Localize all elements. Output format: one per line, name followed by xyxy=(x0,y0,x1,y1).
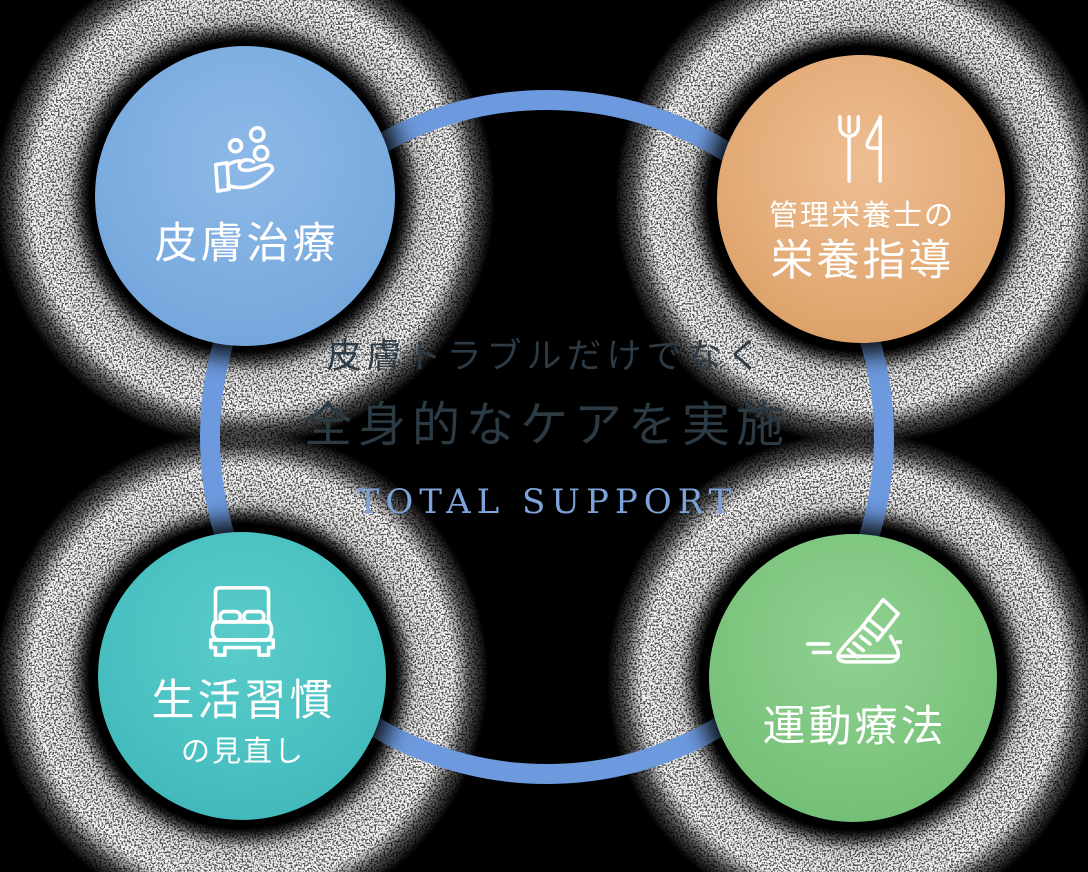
center-caption: 皮膚トラブルだけでなく 全身的なケアを実施 TOTAL SUPPORT xyxy=(0,336,1088,521)
circle-skin-treatment: 皮膚治療 xyxy=(95,46,395,346)
circle-label: 運動療法 xyxy=(762,702,947,753)
circle-nutrition-guidance: 管理栄養士の 栄養指導 xyxy=(717,55,1005,343)
circle-sublabel: 管理栄養士の xyxy=(768,197,955,232)
bed-icon xyxy=(206,583,278,659)
connector-ring xyxy=(200,90,894,784)
caption-line1: 皮膚トラブルだけでなく xyxy=(326,337,767,377)
caption-line2: 全身的なケアを実施 xyxy=(303,397,790,453)
fork-spoon-icon xyxy=(829,112,893,186)
circle-label: 生活習慣 xyxy=(151,675,336,726)
circle-lifestyle-review: 生活習慣 の見直し xyxy=(98,532,386,820)
running-shoe-icon xyxy=(804,587,902,667)
hand-bubbles-icon xyxy=(211,122,279,196)
circle-label: 皮膚治療 xyxy=(154,219,339,270)
circle-label: 栄養指導 xyxy=(770,235,955,286)
circle-sublabel: の見直し xyxy=(180,734,305,769)
caption-subtitle-en: TOTAL SUPPORT xyxy=(356,481,738,522)
circle-exercise-therapy: 運動療法 xyxy=(709,534,997,822)
